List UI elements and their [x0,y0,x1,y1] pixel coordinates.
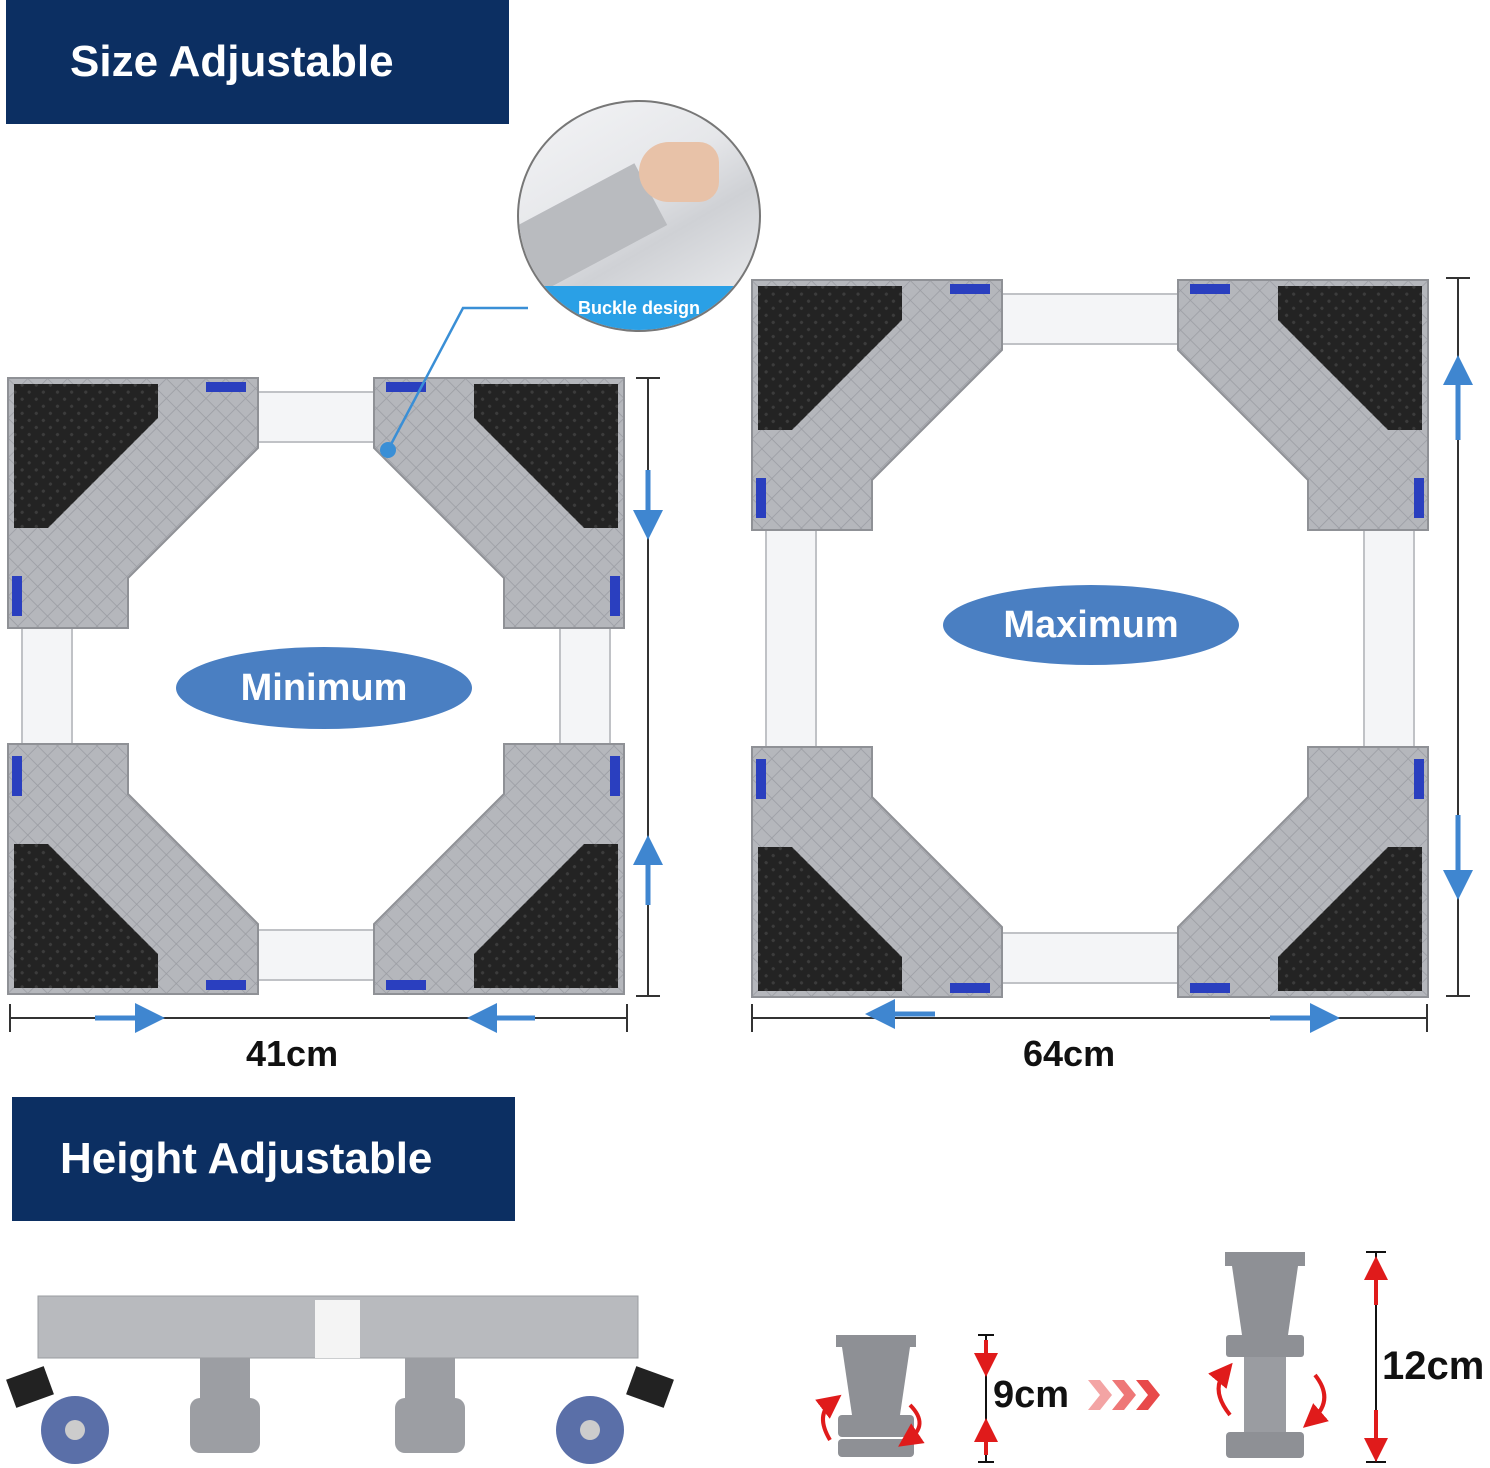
max-height-label: 12cm [1382,1344,1485,1388]
height-adjustable-title: Height Adjustable [60,1134,433,1183]
minimum-badge: Minimum [176,647,472,729]
size-adjustable-banner: Size Adjustable [6,0,509,124]
base-with-wheels-illustration [6,1295,674,1464]
height-adjustable-banner: Height Adjustable [12,1097,515,1221]
buckle-detail-circle: Buckle design [517,100,761,332]
maximum-badge: Maximum [943,585,1239,665]
wheel-icon [556,1366,674,1464]
rotate-arrow-icon [1208,1362,1233,1417]
rotate-arrow-icon [815,1394,842,1442]
size-adjustable-title: Size Adjustable [70,37,394,86]
minimum-label: Minimum [240,666,408,709]
buckle-design-label: Buckle design [577,297,701,318]
wheel-icon [6,1366,109,1464]
min-height-label: 9cm [993,1374,1070,1416]
dimension-lines [9,277,1473,1033]
minimum-width-label: 41cm [246,1033,339,1074]
maximum-width-label: 64cm [1023,1033,1116,1074]
maximum-label: Maximum [1003,603,1179,646]
tall-foot-icon [1225,1252,1305,1458]
minimum-frame-illustration [7,306,625,995]
chevrons-right-icon [1088,1380,1160,1410]
maximum-frame-illustration [751,279,1429,998]
rotate-arrow-icon [1302,1373,1329,1428]
short-foot-icon [836,1335,916,1457]
rotate-arrow-icon [898,1403,925,1447]
height-adjustment-feet [815,1251,1388,1463]
